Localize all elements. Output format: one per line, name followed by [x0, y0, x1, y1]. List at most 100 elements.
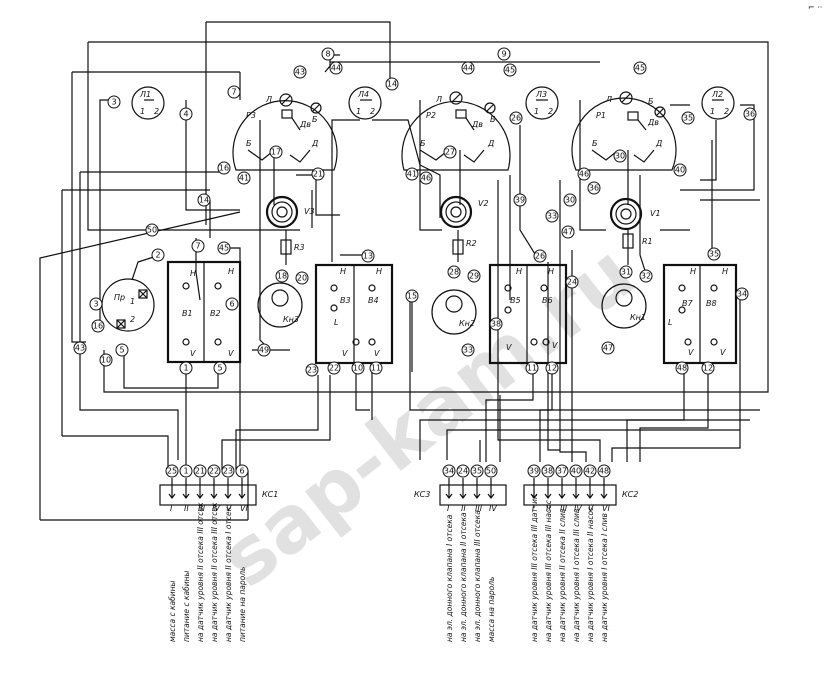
connector-terminal: 48 [597, 464, 611, 478]
svg-text:32: 32 [641, 272, 651, 281]
wire-number: 44 [461, 61, 475, 75]
wire-number: 12 [701, 361, 715, 375]
svg-text:Р1: Р1 [596, 111, 606, 120]
connector-terminal: 23 [221, 464, 235, 478]
wire-number: 41 [237, 171, 251, 185]
terminal-roman: I [170, 504, 173, 513]
svg-text:27: 27 [445, 148, 455, 157]
svg-text:Б: Б [490, 115, 496, 124]
svg-text:Л3: Л3 [535, 90, 547, 99]
svg-text:47: 47 [603, 344, 613, 353]
coil-v3: V3 [265, 195, 315, 229]
terminal-roman: II [546, 504, 551, 513]
svg-text:29: 29 [469, 272, 479, 281]
svg-text:V: V [342, 349, 348, 358]
svg-text:22: 22 [329, 364, 339, 373]
relay-p3: Р3 Л Б Б Д Дв [232, 93, 338, 171]
button-kn1: Кн1 [601, 283, 647, 329]
wire-number: 23 [305, 363, 319, 377]
wire-number: 40 [673, 163, 687, 177]
connector-terminal: 21 [193, 464, 207, 478]
svg-text:Дв: Дв [471, 120, 483, 129]
connector-terminal: 34 [442, 464, 456, 478]
wire-number: 46 [419, 171, 433, 185]
terminal-caption: на датчик уровня II отсека III отсек [196, 502, 205, 642]
terminal-caption: масса с кабины [168, 580, 177, 642]
wire-number: 10 [99, 353, 113, 367]
svg-text:1: 1 [140, 107, 145, 116]
terminal-roman: IV [574, 504, 582, 513]
coil-v1: V1 [609, 197, 661, 231]
terminal-roman: III [475, 504, 483, 513]
svg-text:1: 1 [534, 107, 539, 116]
terminal-caption: масса на пароль [487, 577, 496, 642]
terminal-roman: VI [602, 504, 610, 513]
wire-number: 8 [321, 47, 335, 61]
svg-text:Б: Б [420, 139, 426, 148]
svg-text:Кн1: Кн1 [630, 313, 646, 322]
svg-text:В2: В2 [210, 309, 221, 318]
svg-text:45: 45 [219, 244, 229, 253]
svg-text:46: 46 [579, 170, 589, 179]
svg-text:Б: Б [648, 97, 654, 106]
svg-text:13: 13 [363, 252, 373, 261]
svg-text:Д: Д [311, 139, 318, 148]
svg-text:Б: Б [246, 139, 252, 148]
svg-text:Н: Н [228, 267, 234, 276]
svg-text:Кн2: Кн2 [459, 319, 475, 328]
svg-text:36: 36 [589, 184, 599, 193]
wire-number: 36 [587, 181, 601, 195]
wire-number: 9 [497, 47, 511, 61]
svg-text:1: 1 [130, 297, 135, 306]
svg-text:41: 41 [239, 174, 249, 183]
wire-number: 11 [525, 361, 539, 375]
wire-number: 3 [89, 297, 103, 311]
terminal-roman: IV [212, 504, 220, 513]
svg-text:49: 49 [259, 346, 269, 355]
wire-number: 44 [329, 61, 343, 75]
svg-text:4: 4 [183, 110, 188, 119]
svg-text:2: 2 [154, 107, 159, 116]
connector-terminal: 40 [569, 464, 583, 478]
svg-text:V3: V3 [304, 207, 315, 216]
fuse-pr: Пр 1 2 [101, 278, 155, 332]
terminal-roman: V [226, 504, 232, 513]
connector-terminal: 25 [165, 464, 179, 478]
svg-text:38: 38 [543, 467, 553, 476]
svg-text:Н: Н [516, 267, 522, 276]
svg-text:1: 1 [356, 107, 361, 116]
svg-text:Л: Л [265, 95, 272, 104]
relay-p2: Р2 Л Б Б Д Дв [401, 91, 511, 171]
terminal-caption: на датчик уровня II отсека II слив [558, 509, 567, 642]
wire-number: 17 [269, 145, 283, 159]
svg-text:20: 20 [297, 274, 307, 283]
svg-text:R3: R3 [294, 243, 305, 252]
svg-text:21: 21 [313, 170, 323, 179]
svg-text:В8: В8 [706, 299, 717, 308]
svg-text:11: 11 [371, 364, 381, 373]
connector-terminal: 50 [484, 464, 498, 478]
resistor-r3: R3 [280, 239, 305, 255]
svg-text:Н: Н [722, 267, 728, 276]
svg-text:В7: В7 [682, 299, 693, 308]
coil-v2: V2 [439, 195, 489, 229]
terminal-caption: на датчик уровня II отсека I отсек [224, 506, 233, 642]
svg-text:24: 24 [458, 467, 468, 476]
frame-wires [39, 21, 769, 521]
connector-terminal: 38 [541, 464, 555, 478]
svg-text:50: 50 [486, 467, 496, 476]
wire-number: 50 [145, 223, 159, 237]
wire-number: 26 [509, 111, 523, 125]
terminal-caption: на датчик уровня I отсека III слив [572, 509, 581, 642]
svg-text:23: 23 [223, 467, 233, 476]
connector-label: КС1 [262, 490, 278, 499]
svg-text:2: 2 [548, 107, 553, 116]
svg-text:48: 48 [599, 467, 609, 476]
connector-terminal: 39 [527, 464, 541, 478]
corner-mark: ⌐ ·· [808, 3, 822, 12]
terminal-roman: III [560, 504, 568, 513]
